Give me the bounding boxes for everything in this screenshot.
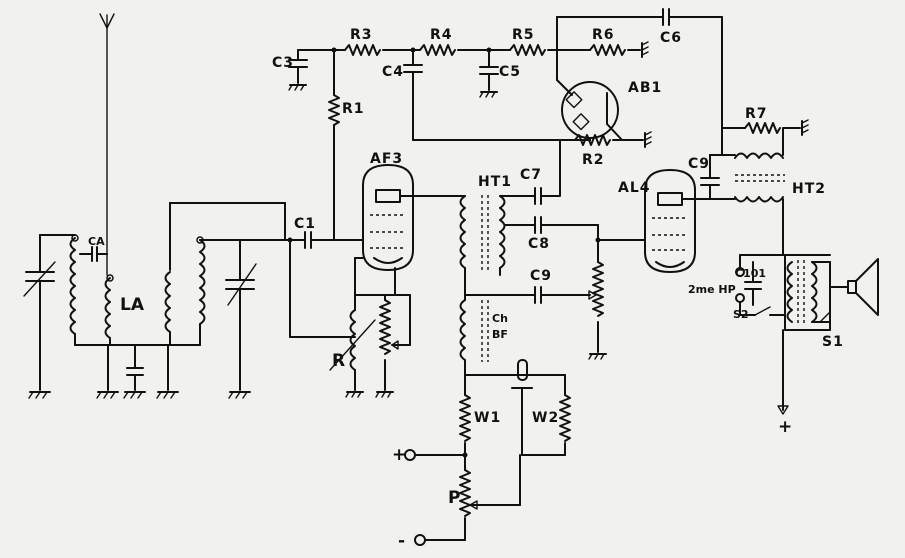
supply-plus-terminal — [404, 449, 468, 461]
tube-ab1 — [556, 49, 623, 141]
component-labels: CA LA C1 R1 R3 R4 R5 R6 C3 C4 C5 C6 AB1 … — [88, 27, 844, 551]
label-c6: C6 — [660, 30, 682, 46]
label-ht2: HT2 — [792, 181, 826, 197]
label-minus-left: - — [398, 531, 405, 551]
label-p: P — [448, 488, 460, 508]
label-r2: R2 — [582, 152, 605, 168]
ground-bus — [96, 344, 179, 399]
tube-af3 — [354, 164, 461, 296]
label-bf: BF — [492, 328, 508, 341]
label-ch: Ch — [492, 312, 508, 325]
label-2me-hp: 2me HP — [688, 283, 736, 296]
supply-minus-terminal — [414, 534, 466, 546]
label-r6: R6 — [592, 27, 615, 43]
resistor-r2 — [559, 131, 652, 196]
label-c101: C101 — [735, 267, 766, 280]
output-transformer-ht2 — [700, 119, 809, 256]
label-r1: R1 — [342, 101, 365, 117]
potentiometer-p — [459, 454, 521, 541]
rf-transformer — [164, 202, 286, 346]
label-c3: C3 — [272, 55, 294, 71]
label-r7: R7 — [745, 106, 768, 122]
tuning-capacitor — [199, 239, 291, 399]
label-c4: C4 — [382, 64, 404, 80]
input-variable-capacitor — [23, 234, 76, 399]
capacitor-c8 — [504, 216, 646, 243]
label-c8: C8 — [528, 236, 550, 252]
label-al4: AL4 — [618, 180, 651, 196]
regulator-r — [329, 294, 411, 398]
label-c7: C7 — [520, 167, 542, 183]
label-w2: W2 — [532, 410, 559, 426]
label-c5: C5 — [499, 64, 521, 80]
label-s1: S1 — [822, 334, 844, 350]
label-w1: W1 — [474, 410, 501, 426]
label-s2: S2 — [733, 308, 749, 321]
antenna — [99, 13, 115, 276]
resistor-w2 — [521, 374, 571, 456]
label-la: LA — [120, 295, 145, 315]
label-ht1: HT1 — [478, 174, 512, 190]
capacitor-c9-lower — [464, 239, 607, 360]
capacitor-c4 — [403, 49, 591, 141]
label-r3: R3 — [350, 27, 373, 43]
label-ca: CA — [88, 235, 105, 248]
capacitor-c5 — [479, 49, 499, 98]
speaker-section — [735, 254, 879, 415]
label-r4: R4 — [430, 27, 453, 43]
label-ab1: AB1 — [628, 80, 662, 96]
capacitor-c6 — [556, 8, 723, 156]
label-plus-right: + — [778, 417, 792, 437]
tube-al4 — [644, 169, 736, 273]
pilot-lamp — [511, 359, 533, 456]
label-c9-lower: C9 — [530, 268, 552, 284]
label-plus-left: + — [392, 445, 406, 465]
transformer-ht1 — [459, 195, 536, 296]
label-c9-upper: C9 — [688, 156, 710, 172]
input-coil — [69, 234, 108, 346]
label-c1: C1 — [294, 216, 316, 232]
label-r: R — [332, 351, 345, 371]
label-af3: AF3 — [370, 151, 403, 167]
choke-ch-bf — [459, 294, 566, 376]
resistor-r1 — [328, 49, 340, 241]
capacitor-c7 — [534, 187, 561, 205]
antenna-coil-la — [104, 274, 114, 346]
capacitor-c1 — [284, 202, 364, 338]
label-r5: R5 — [512, 27, 535, 43]
